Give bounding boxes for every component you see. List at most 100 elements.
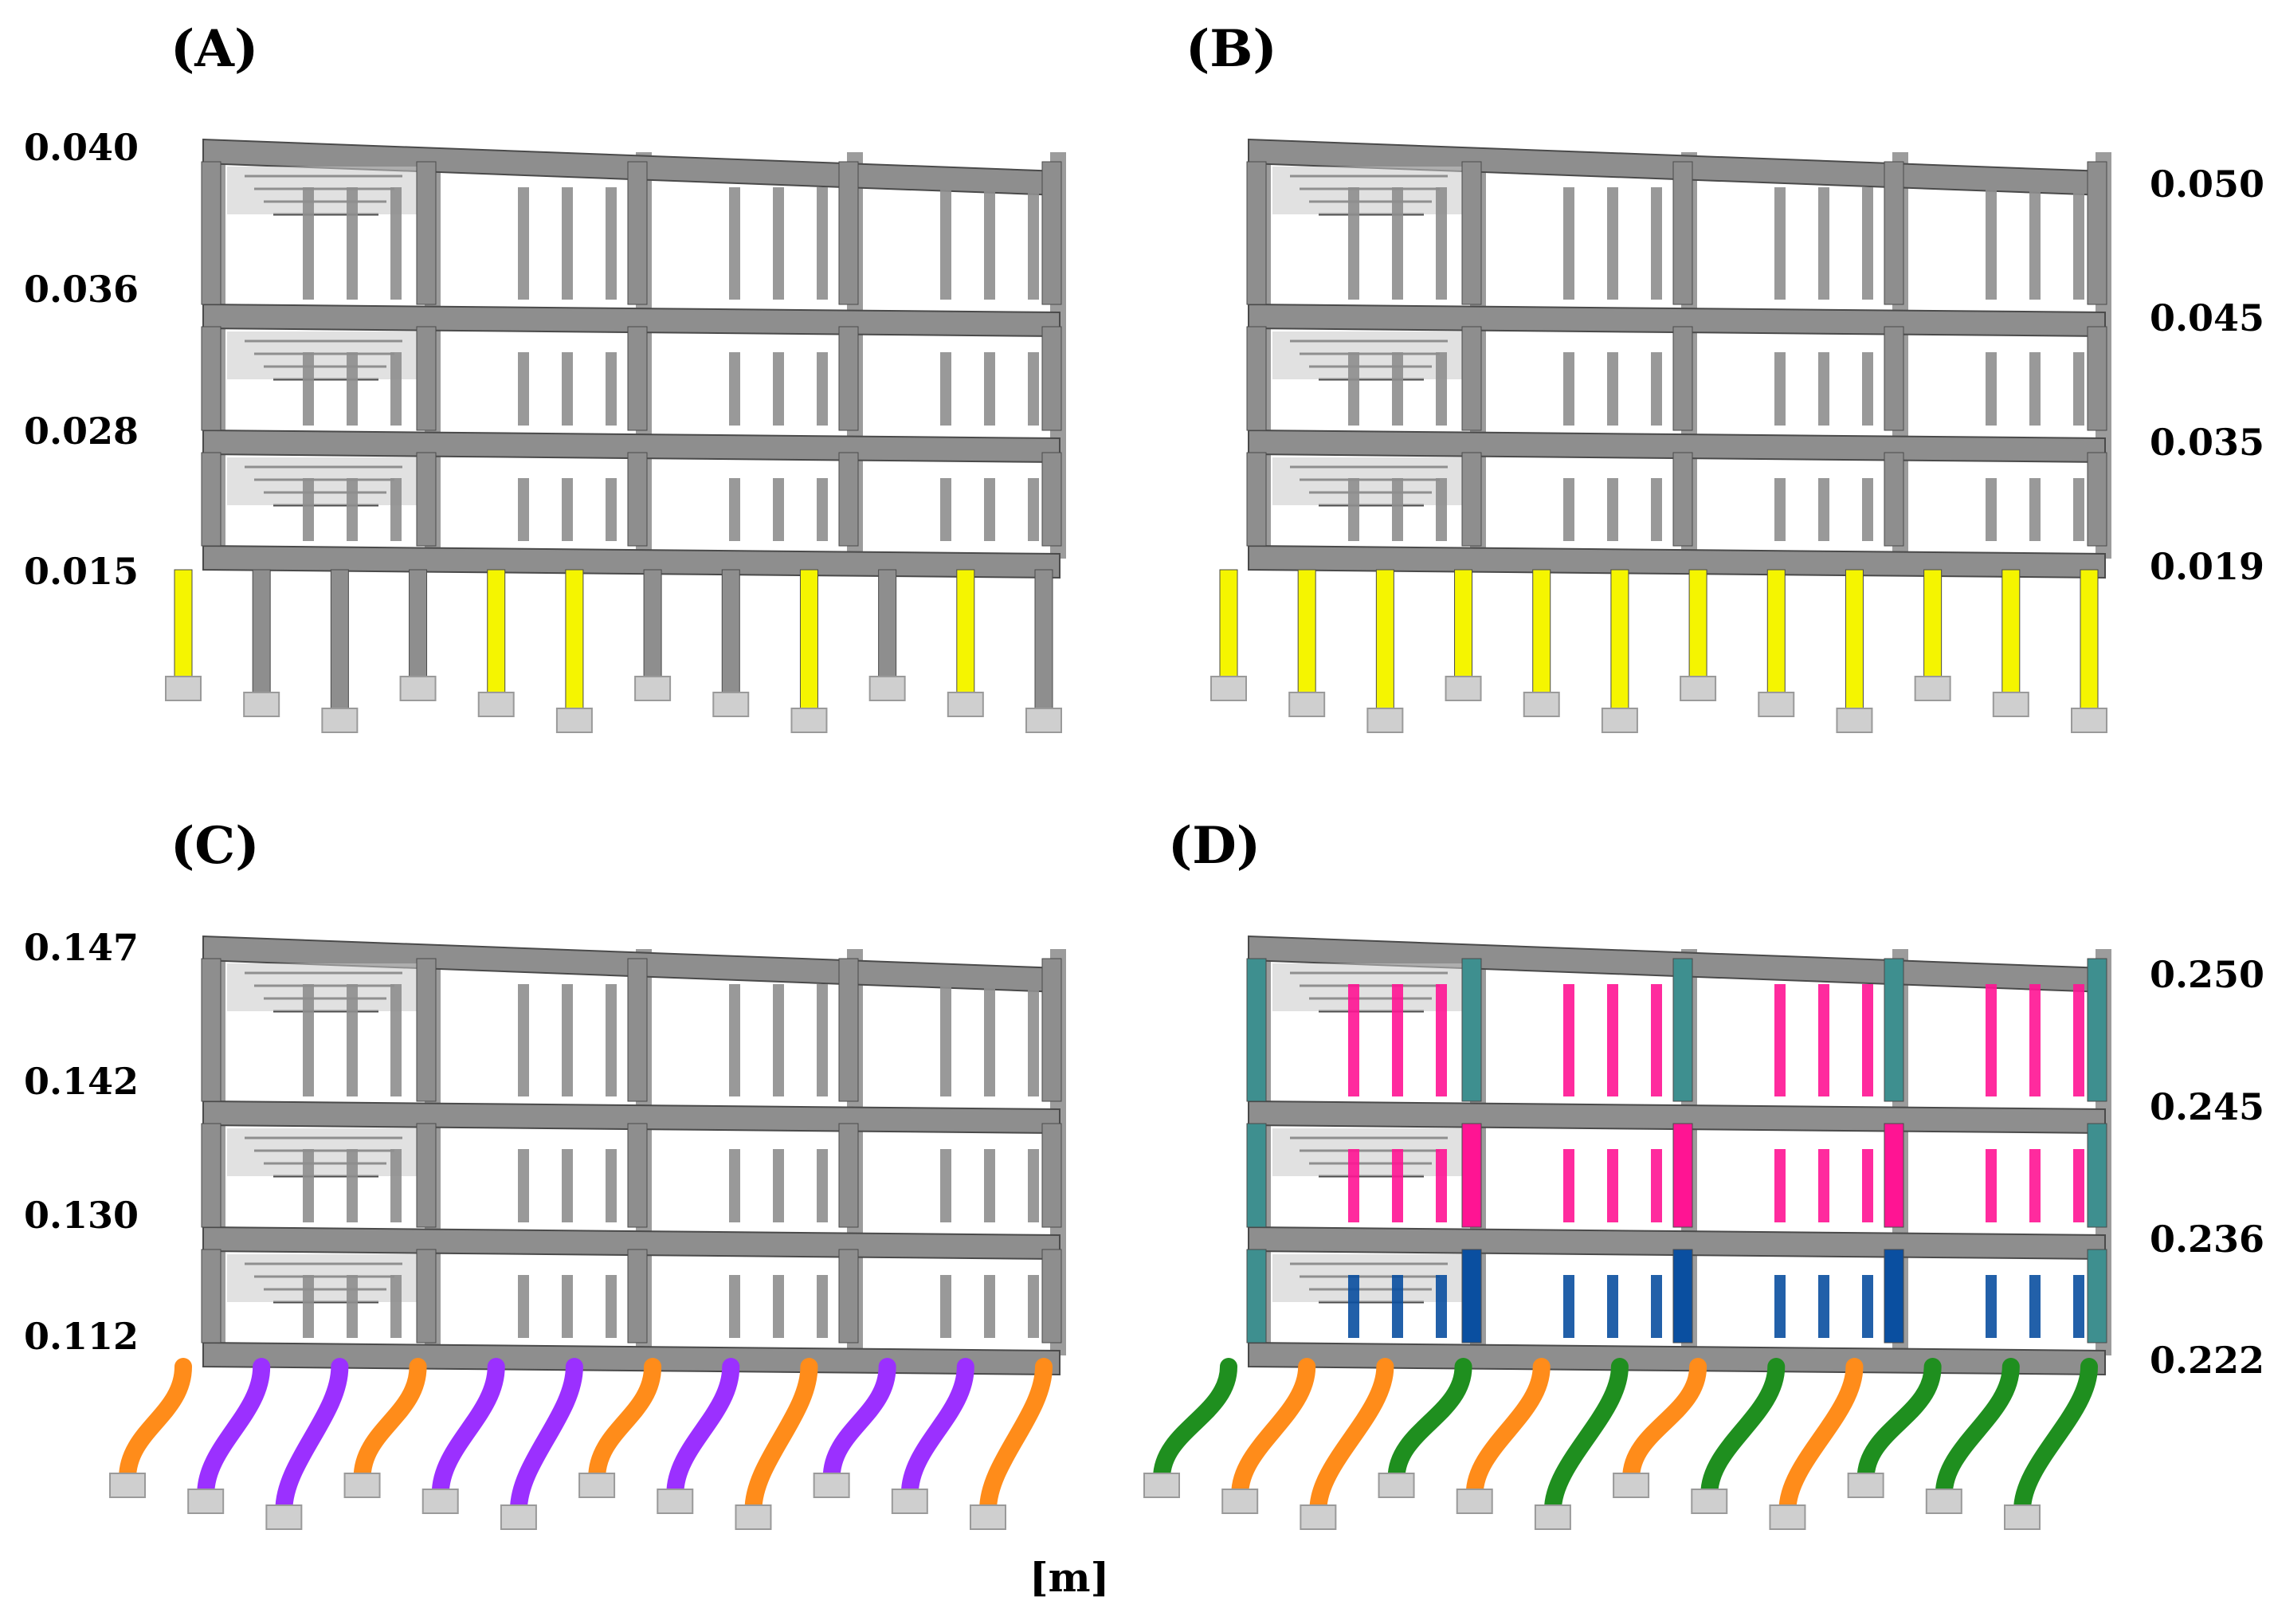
ground-column (252, 569, 271, 698)
interior-column (1563, 478, 1574, 541)
interior-column (390, 984, 402, 1096)
interior-column (1774, 478, 1786, 541)
panel-label: (D) (1168, 816, 1261, 876)
interior-column (817, 478, 828, 541)
displacement-level: 0.035 (2150, 421, 2265, 464)
footing (578, 1473, 616, 1498)
panel-b: (B) 0.050 0.045 0.035 0.019 (1045, 0, 2264, 797)
ground-column (565, 569, 584, 714)
interior-column (940, 352, 951, 426)
interior-column (562, 478, 573, 541)
ground-column (1375, 569, 1394, 714)
interior-column (729, 352, 740, 426)
column (1246, 958, 1267, 1102)
interior-column (1348, 984, 1359, 1096)
ground-column (2001, 569, 2021, 698)
displacement-level: 0.250 (2150, 953, 2265, 996)
ground-column (174, 569, 193, 682)
interior-column (773, 187, 784, 300)
interior-column (773, 352, 784, 426)
column (627, 958, 648, 1102)
interior-column (562, 187, 573, 300)
displacement-level: 0.147 (24, 926, 139, 969)
column (1246, 452, 1267, 547)
interior-column (606, 187, 617, 300)
interior-column (2073, 478, 2084, 541)
footing (712, 692, 750, 717)
column (416, 452, 437, 547)
interior-column (2073, 1149, 2084, 1222)
interior-column (1563, 1275, 1574, 1338)
displacement-level: 0.045 (2150, 296, 2265, 339)
interior-column (303, 352, 314, 426)
interior-column (1774, 1149, 1786, 1222)
interior-column (1563, 352, 1574, 426)
interior-column (518, 352, 529, 426)
ground-column (330, 569, 349, 714)
footing (1210, 676, 1247, 701)
interior-column (1862, 187, 1873, 300)
interior-column (1651, 352, 1662, 426)
footing (1445, 676, 1482, 701)
column (838, 452, 859, 547)
interior-column (984, 1275, 995, 1338)
displacement-level: 0.130 (24, 1194, 139, 1237)
column (1672, 1123, 1693, 1228)
interior-column (1348, 1275, 1359, 1338)
column (1041, 958, 1062, 1102)
ground-column (1543, 1358, 1629, 1519)
ground-column (2013, 1358, 2098, 1519)
footing (970, 1504, 1006, 1530)
interior-column (1774, 984, 1786, 1096)
interior-column (347, 1275, 358, 1338)
footing (500, 1504, 537, 1530)
column (627, 1249, 648, 1344)
footing (1534, 1504, 1571, 1530)
column (1884, 161, 1904, 305)
footing (399, 676, 437, 701)
interior-column (984, 187, 995, 300)
column (627, 1123, 648, 1228)
column (2087, 326, 2107, 431)
interior-column (606, 478, 617, 541)
column (2087, 1123, 2107, 1228)
ground-column (900, 1358, 974, 1503)
footing (1758, 692, 1795, 717)
interior-column (390, 352, 402, 426)
footing (187, 1489, 225, 1514)
interior-column (390, 187, 402, 300)
ground-column (1845, 569, 1864, 714)
interior-column (562, 352, 573, 426)
displacement-level: 0.222 (2150, 1339, 2265, 1382)
displacement-level: 0.028 (24, 410, 139, 453)
interior-column (1392, 187, 1403, 300)
footing (1992, 692, 2029, 717)
column (1041, 161, 1062, 305)
column (1041, 452, 1062, 547)
column (838, 1123, 859, 1228)
displacement-level: 0.019 (2150, 545, 2265, 588)
interior-column (1436, 1275, 1447, 1338)
footing (947, 692, 984, 717)
column (416, 1249, 437, 1344)
interior-column (817, 1275, 828, 1338)
interior-column (1651, 1275, 1662, 1338)
interior-column (1436, 352, 1447, 426)
column (1884, 1123, 1904, 1228)
ground-column (1231, 1358, 1316, 1503)
ground-column (1387, 1358, 1472, 1487)
column (1246, 1249, 1267, 1344)
interior-column (1651, 984, 1662, 1096)
interior-column (1436, 478, 1447, 541)
footing (1847, 1473, 1884, 1498)
interior-column (1392, 1149, 1403, 1222)
ground-column (431, 1358, 505, 1503)
interior-column (1607, 478, 1618, 541)
interior-column (729, 984, 740, 1096)
interior-column (347, 187, 358, 300)
interior-column (940, 187, 951, 300)
ground-column (979, 1358, 1053, 1519)
displacement-level: 0.040 (24, 126, 139, 169)
building-frame-3d (1143, 935, 2111, 1530)
interior-column (303, 478, 314, 541)
